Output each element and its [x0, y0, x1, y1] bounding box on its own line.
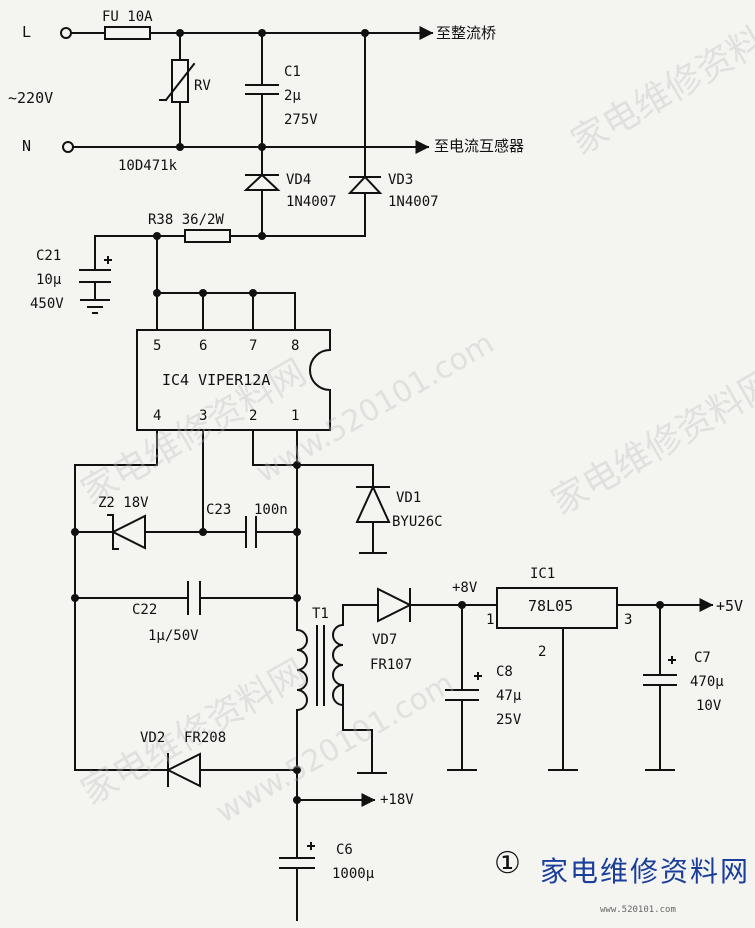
- label-c7: C7: [694, 650, 711, 666]
- resistor-r38: [184, 229, 231, 243]
- label-c21: C21: [36, 248, 62, 264]
- ic4-pin-7: 7: [249, 338, 258, 354]
- ic1-pin-3: 3: [624, 612, 633, 628]
- ic1-pin-1: 1: [486, 612, 495, 628]
- label-c21-value: 10μ: [36, 272, 62, 288]
- diode-vd4: [243, 173, 281, 191]
- label-vd2-part: FR208: [184, 730, 227, 746]
- label-to-ct: 至电流互感器: [434, 137, 525, 155]
- ic1-pin-2: 2: [538, 644, 547, 660]
- label-c22: C22: [132, 602, 158, 618]
- label-to-bridge: 至整流桥: [436, 24, 497, 42]
- label-rv-part: 10D471k: [118, 158, 178, 174]
- label-c7-voltage: 10V: [696, 698, 722, 714]
- label-ic1-part: 78L05: [528, 597, 574, 615]
- ic4-body: [136, 329, 331, 431]
- transformer-t1-secondary: [332, 623, 345, 707]
- label-c23: C23: [206, 502, 232, 518]
- ic4-pin-5: 5: [153, 338, 162, 354]
- figure-number-badge: ①: [494, 846, 521, 881]
- label-vd3-part: 1N4007: [388, 194, 439, 210]
- label-c7-value: 470μ: [690, 674, 724, 690]
- label-c1: C1: [284, 64, 301, 80]
- label-vd2: VD2: [140, 730, 166, 746]
- label-ic1: IC1: [530, 566, 556, 582]
- label-vd7-part: FR107: [370, 657, 413, 673]
- diode-vd3: [347, 175, 383, 194]
- label-z2: Z2 18V: [98, 495, 149, 511]
- terminal-N: [62, 141, 74, 153]
- ic4-pin-1: 1: [291, 408, 300, 424]
- junction-dots: [71, 29, 664, 804]
- label-r38: R38 36/2W: [148, 212, 224, 228]
- label-vd3: VD3: [388, 172, 414, 188]
- brand-logo-text: 家电维修资料网: [540, 855, 751, 888]
- label-vd1: VD1: [396, 490, 422, 506]
- label-vd1-part: BYU26C: [392, 514, 443, 530]
- label-N: N: [22, 137, 32, 155]
- label-c6-value: 1000μ: [332, 866, 375, 882]
- zener-z2: [110, 514, 146, 550]
- label-c8: C8: [496, 664, 513, 680]
- site-url: www.520101.com: [600, 905, 676, 915]
- diode-vd1: [355, 484, 391, 523]
- ic4-pin-2: 2: [249, 408, 258, 424]
- label-c22-value: 1μ/50V: [148, 628, 199, 644]
- terminal-L: [60, 27, 72, 39]
- label-c6: C6: [336, 842, 353, 858]
- label-ic4: IC4 VIPER12A: [162, 371, 271, 389]
- label-c23-value: 100n: [254, 502, 288, 518]
- label-t1: T1: [312, 606, 329, 622]
- ic4-pin-6: 6: [199, 338, 208, 354]
- label-plus8v: +8V: [452, 580, 478, 596]
- ic1-body: [496, 587, 618, 629]
- label-c8-value: 47μ: [496, 688, 522, 704]
- fuse-fu: [104, 26, 151, 40]
- label-c8-voltage: 25V: [496, 712, 522, 728]
- diode-vd7: [377, 587, 413, 623]
- label-L: L: [22, 23, 32, 41]
- label-fuse: FU 10A: [102, 9, 153, 25]
- transformer-t1-primary: [295, 628, 308, 712]
- label-plus5v: +5V: [716, 597, 744, 615]
- ic4-pin-4: 4: [153, 408, 162, 424]
- label-c21-voltage: 450V: [30, 296, 64, 312]
- label-vd4-part: 1N4007: [286, 194, 337, 210]
- label-c1-voltage: 275V: [284, 112, 318, 128]
- label-rv: RV: [194, 78, 211, 94]
- ic4-pin-8: 8: [291, 338, 300, 354]
- ic4-pin-3: 3: [199, 408, 208, 424]
- label-mains: ~220V: [8, 89, 54, 107]
- label-vd7: VD7: [372, 632, 398, 648]
- label-c1-value: 2μ: [284, 88, 301, 104]
- label-vd4: VD4: [286, 172, 312, 188]
- label-plus18v: +18V: [380, 792, 414, 808]
